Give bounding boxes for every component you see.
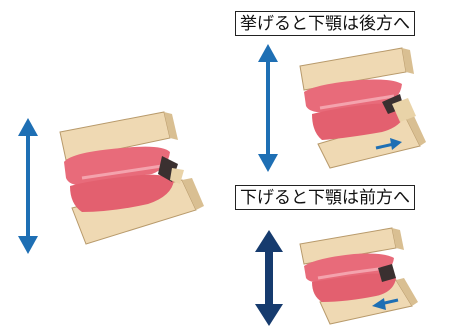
jaw-model-image-lower (296, 224, 456, 324)
left-vertical-arrow-icon (18, 118, 38, 258)
caption-lower: 下げると下顎は前方へ (235, 185, 415, 210)
caption-raise: 挙げると下顎は後方へ (235, 11, 415, 36)
lower-vertical-arrow-icon (255, 230, 283, 326)
jaw-model-image-left (52, 108, 212, 248)
jaw-model-image-raise (296, 44, 456, 174)
raise-vertical-arrow-icon (258, 44, 278, 174)
